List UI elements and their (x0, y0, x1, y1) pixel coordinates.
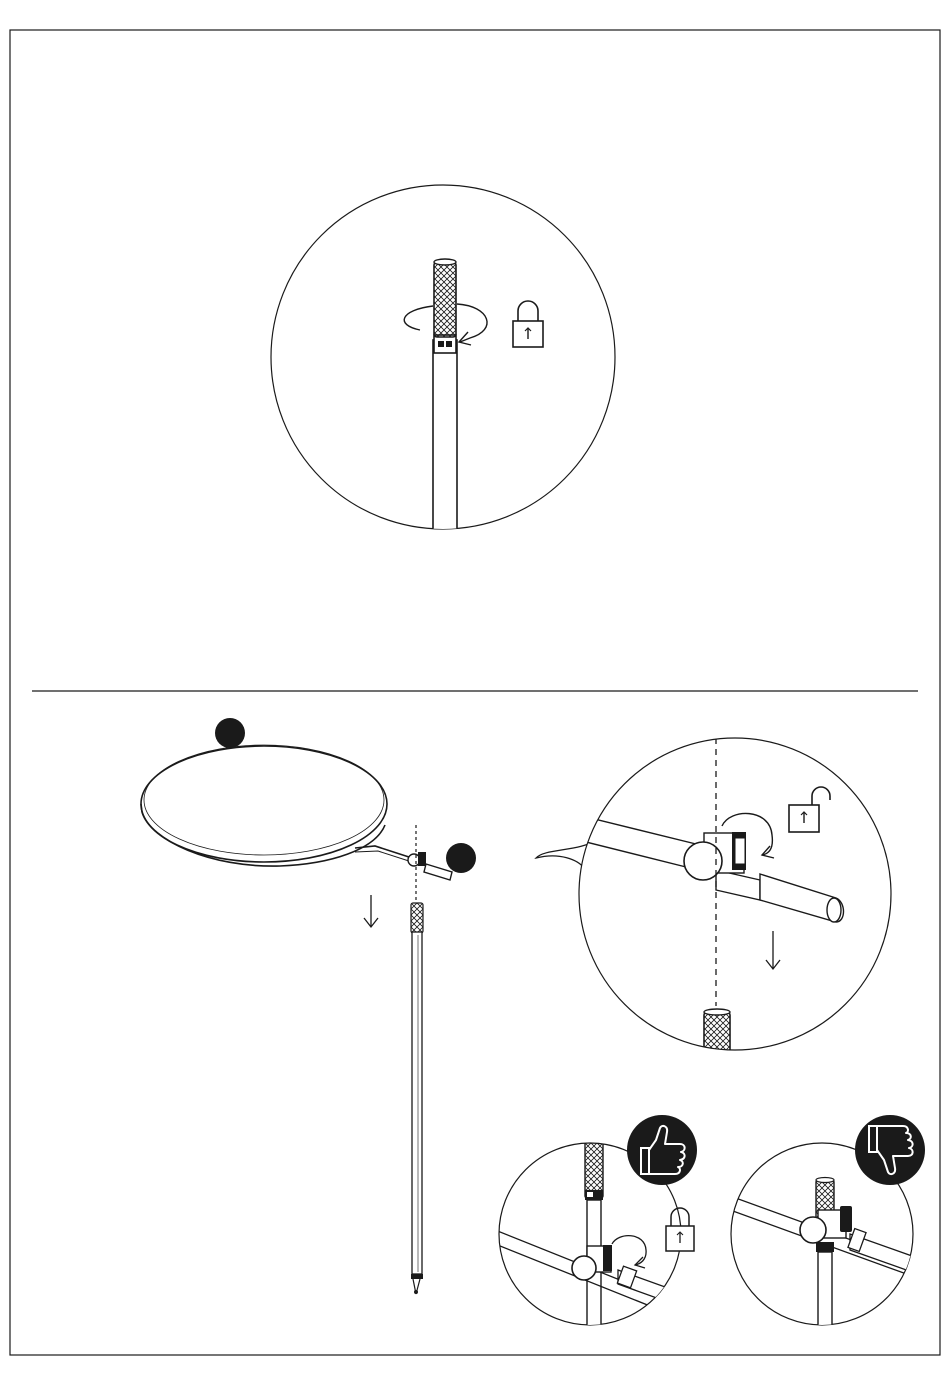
part-marker-b (446, 843, 476, 873)
pole-stem (433, 340, 457, 540)
result-incorrect (730, 1115, 925, 1352)
thumbs-up-icon (627, 1115, 697, 1185)
magnified-pole-top (271, 185, 615, 540)
step-bottom-overview (141, 718, 476, 1294)
step-top (271, 185, 615, 540)
thumbs-down-icon (855, 1115, 925, 1185)
disc-shade (141, 745, 452, 880)
part-marker-a (215, 718, 245, 748)
down-arrow-icon (364, 895, 378, 927)
result-correct (495, 1115, 697, 1340)
pole-stem (411, 903, 423, 1294)
magnified-joint (536, 738, 891, 1062)
knurled-tip (434, 262, 456, 337)
